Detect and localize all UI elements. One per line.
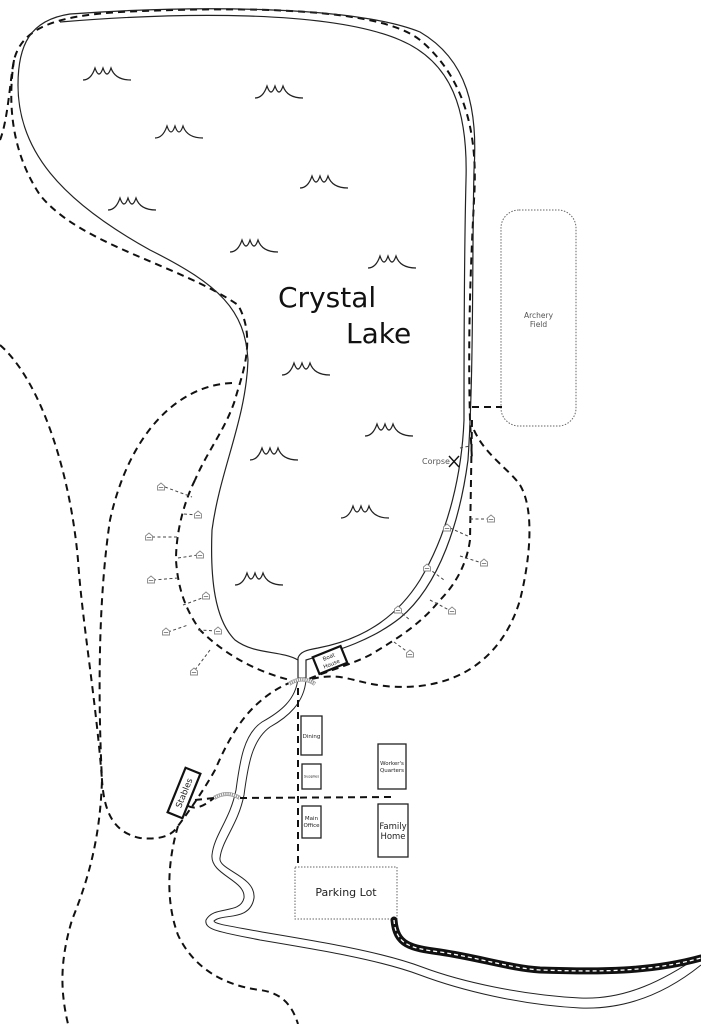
trail-stables-spur[interactable] xyxy=(187,797,215,809)
cabin-icon[interactable] xyxy=(480,558,488,567)
cabins-east xyxy=(393,518,489,654)
workers-quarters[interactable]: Worker's Quarters xyxy=(377,743,407,790)
dining[interactable]: Dining xyxy=(300,715,323,756)
trail-east-cabins[interactable] xyxy=(305,419,473,681)
wave-icon xyxy=(281,361,331,376)
trail-east-outer-loop[interactable] xyxy=(305,429,531,688)
main-office-label-line1: Main xyxy=(305,816,319,822)
trail-west-lake[interactable] xyxy=(10,59,249,481)
lake-shoreline xyxy=(17,8,476,679)
supplies-building[interactable] xyxy=(301,763,322,790)
supplies[interactable]: Supplies xyxy=(301,763,322,790)
wave-icon xyxy=(229,238,279,253)
cabin-icon[interactable] xyxy=(487,514,495,523)
cabin-icon[interactable] xyxy=(194,510,202,519)
archery-field-label-line1: Archery xyxy=(524,311,554,320)
wave-icon xyxy=(249,446,299,461)
bridge-south[interactable] xyxy=(212,792,242,800)
cabin-icon[interactable] xyxy=(147,575,155,584)
lake-label-line1: Crystal xyxy=(278,281,376,314)
archery-field-area[interactable] xyxy=(500,209,577,427)
wave-icon xyxy=(234,571,284,586)
cabin-icon[interactable] xyxy=(406,649,414,658)
dining-label: Dining xyxy=(303,734,321,740)
workers-quarters-building[interactable] xyxy=(377,743,407,790)
trail-lake-perimeter[interactable] xyxy=(0,8,476,461)
boat-house-label-line1: Boat xyxy=(322,652,337,663)
wave-icon xyxy=(254,84,304,99)
stables-building[interactable] xyxy=(166,766,202,820)
cabin-icon[interactable] xyxy=(443,523,451,532)
wave-icon xyxy=(367,254,417,269)
wave-icon xyxy=(364,422,414,437)
cabin-icon[interactable] xyxy=(145,532,153,541)
cabin-icon[interactable] xyxy=(394,605,402,614)
parking-lot-label: Parking Lot xyxy=(315,886,377,899)
cabin-icon[interactable] xyxy=(202,591,210,600)
cabin-icon[interactable] xyxy=(423,563,431,572)
corpse-label: Corpse xyxy=(422,457,450,466)
stables[interactable]: Stables xyxy=(166,766,202,820)
wave-icon xyxy=(340,504,390,519)
trail-west-cabins[interactable] xyxy=(174,479,291,681)
cabin-icon[interactable] xyxy=(196,550,204,559)
x-mark-icon xyxy=(448,455,460,468)
workers-quarters-label-line1: Worker's xyxy=(380,761,404,767)
trail-south[interactable] xyxy=(168,825,299,1024)
trail-camp-crossing[interactable] xyxy=(194,796,393,801)
boat-house-building[interactable] xyxy=(311,644,349,676)
stream xyxy=(205,677,701,1009)
bridge-north[interactable] xyxy=(287,677,317,686)
trail-spur-corpse xyxy=(459,445,471,449)
cabin-icon[interactable] xyxy=(157,482,165,491)
wave-icon xyxy=(154,124,204,139)
cabin-icon[interactable] xyxy=(214,626,222,635)
family-home-building[interactable] xyxy=(377,803,409,858)
main-office-building[interactable] xyxy=(301,805,322,839)
cabin-icon[interactable] xyxy=(190,667,198,676)
paved-road[interactable] xyxy=(390,916,701,975)
wave-icon xyxy=(107,196,157,211)
cabin-icon[interactable] xyxy=(162,627,170,636)
workers-quarters-label-line2: Quarters xyxy=(380,768,404,774)
parking-lot-area[interactable] xyxy=(294,866,398,920)
cabin-icon[interactable] xyxy=(448,606,456,615)
cabin-layer xyxy=(145,482,495,676)
family-home[interactable]: Family Home xyxy=(377,803,409,858)
cabins-west xyxy=(152,486,219,671)
family-home-label-line1: Family xyxy=(379,822,406,832)
parking-lot[interactable]: Parking Lot xyxy=(294,866,398,920)
dining-building[interactable] xyxy=(300,715,323,756)
corpse-marker[interactable]: Corpse xyxy=(422,455,460,468)
trail-west-outer-loop[interactable] xyxy=(98,382,299,840)
lake-label-line2: Lake xyxy=(346,317,411,350)
lake-waves xyxy=(82,66,417,586)
archery-field[interactable]: Archery Field xyxy=(500,209,577,427)
archery-field-label-line2: Field xyxy=(530,320,548,329)
boat-house[interactable]: Boat House xyxy=(311,644,349,676)
supplies-label: Supplies xyxy=(304,775,319,779)
wave-icon xyxy=(82,66,132,81)
family-home-label-line2: Home xyxy=(380,832,405,842)
trail-far-west[interactable] xyxy=(0,344,104,1024)
main-office-label-line2: Office xyxy=(303,823,320,829)
wave-icon xyxy=(299,174,349,189)
main-office[interactable]: Main Office xyxy=(301,805,322,839)
